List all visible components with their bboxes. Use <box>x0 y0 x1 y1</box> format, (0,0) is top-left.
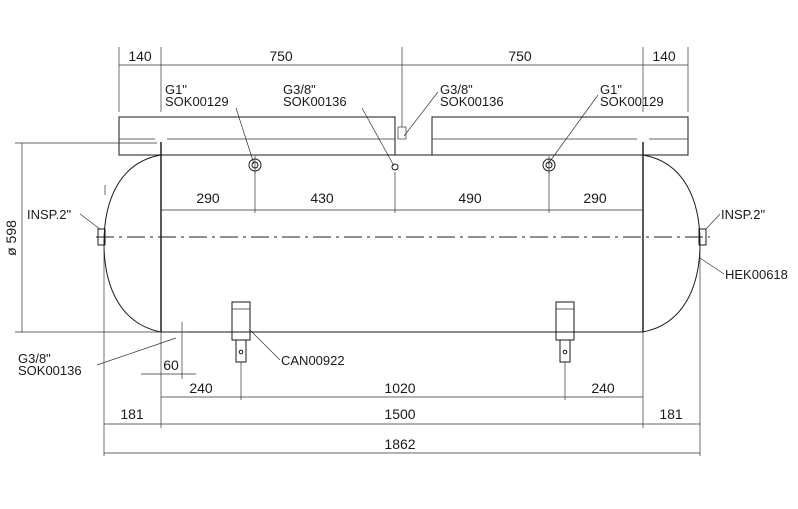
fitting-4-size: G1" <box>600 82 622 97</box>
diameter-label: ø 598 <box>3 220 19 256</box>
fitting-2-size: G3/8" <box>283 82 316 97</box>
dim-inner-3: 490 <box>458 190 482 206</box>
top-dimensions: 140 750 750 140 <box>118 47 689 120</box>
drain: G3/8" SOK00136 60 <box>18 322 196 379</box>
dim-body-2: 1500 <box>384 406 415 422</box>
drain-code: SOK00136 <box>18 363 82 378</box>
dim-top-1: 140 <box>128 48 152 64</box>
dim-total: 1862 <box>384 436 415 452</box>
dim-body-1: 181 <box>120 406 144 422</box>
dim-inner-1: 290 <box>196 190 220 206</box>
fitting-1-code: SOK00129 <box>165 94 229 109</box>
insp-right-label: INSP.2" <box>721 207 766 222</box>
dim-saddle-3: 240 <box>591 380 615 396</box>
dim-saddle-2: 1020 <box>384 380 415 396</box>
fitting-2-code: SOK00136 <box>283 94 347 109</box>
dim-top-3: 750 <box>508 48 532 64</box>
saddle-code-label: CAN00922 <box>281 353 345 368</box>
insp-left-label: INSP.2" <box>27 207 72 222</box>
fitting-4-code: SOK00129 <box>600 94 664 109</box>
dim-inner-2: 430 <box>310 190 334 206</box>
top-plates <box>118 116 689 156</box>
shell-code-label: HEK00618 <box>725 267 788 282</box>
dim-saddle-1: 240 <box>189 380 213 396</box>
nozzles <box>248 156 556 174</box>
inspection-labels: INSP.2" INSP.2" HEK00618 <box>27 207 788 282</box>
drain-size: G3/8" <box>18 351 51 366</box>
tank-shell <box>96 142 710 333</box>
dim-top-4: 140 <box>652 48 676 64</box>
dim-60: 60 <box>163 357 179 373</box>
fitting-labels: G1" SOK00129 G3/8" SOK00136 G3/8" SOK001… <box>165 82 664 167</box>
saddle-dimensions: 240 1020 240 <box>161 362 643 400</box>
fitting-3-size: G3/8" <box>440 82 473 97</box>
inner-dimensions: 290 430 490 290 <box>161 172 643 213</box>
dim-inner-4: 290 <box>583 190 607 206</box>
dim-body-3: 181 <box>659 406 683 422</box>
body-dimensions: 181 1500 181 <box>103 243 701 456</box>
diameter-dimension: ø 598 <box>3 142 161 333</box>
fitting-1-size: G1" <box>165 82 187 97</box>
total-dimension: 1862 <box>104 436 700 454</box>
dim-top-2: 750 <box>269 48 293 64</box>
fitting-3-code: SOK00136 <box>440 94 504 109</box>
